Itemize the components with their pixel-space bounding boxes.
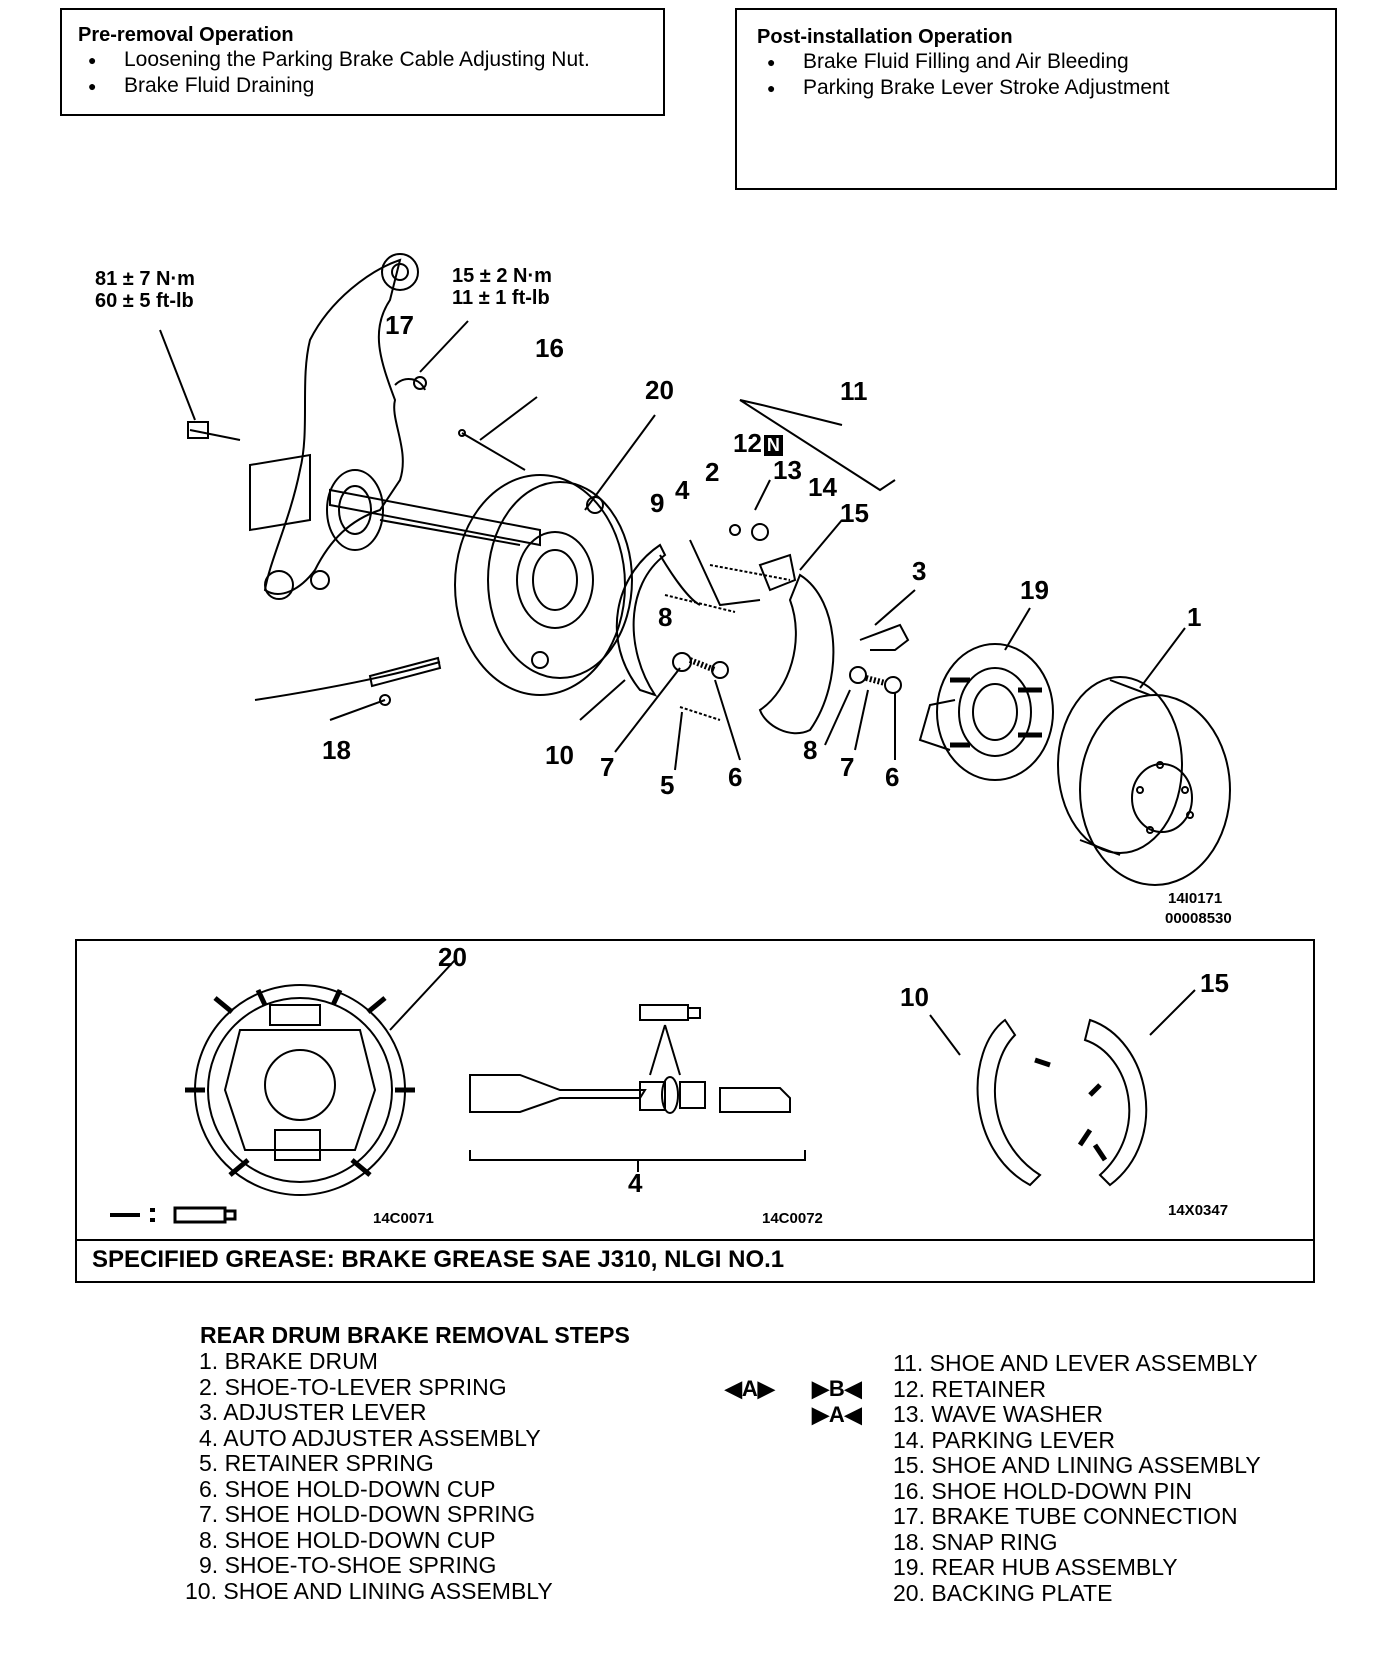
step-item: 17. BRAKE TUBE CONNECTION <box>893 1503 1238 1529</box>
figure-code: 14C0071 <box>373 1210 434 1227</box>
step-item: 6. SHOE HOLD-DOWN CUP <box>199 1475 496 1502</box>
knuckle-shape <box>263 258 404 595</box>
callout-12-number: 12 <box>733 428 762 458</box>
callout-19: 19 <box>1020 575 1049 605</box>
service-mark-12-b: ▶B◀ <box>812 1376 862 1401</box>
callout-4: 4 <box>675 475 690 505</box>
grease-label-20: 20 <box>438 942 467 972</box>
grease-panel-frame <box>75 939 1315 1283</box>
callout-15: 15 <box>840 498 869 528</box>
torque-a-ftlb: 60 ± 5 ft-lb <box>95 290 194 312</box>
step-item: 15. SHOE AND LINING ASSEMBLY <box>893 1452 1261 1478</box>
step-item: 16. SHOE HOLD-DOWN PIN <box>893 1477 1193 1504</box>
callout-9: 9 <box>650 488 665 518</box>
torque-spec-a: 81 ± 7 N·m 60 ± 5 ft-lb <box>95 268 195 312</box>
grease-label-4: 4 <box>628 1168 643 1198</box>
post-installation-title: Post-installation Operation <box>757 26 1013 48</box>
figure-code: 14X0347 <box>1168 1202 1229 1219</box>
callout-8-right: 8 <box>803 735 818 765</box>
callout-20: 20 <box>645 375 674 405</box>
service-mark-12-a: ◀A▶ <box>725 1376 775 1401</box>
figure-code: 00008530 <box>1165 910 1232 927</box>
callout-10: 10 <box>545 740 574 770</box>
step-item: 5. RETAINER SPRING <box>199 1450 434 1476</box>
pre-removal-title: Pre-removal Operation <box>78 24 294 46</box>
callout-13: 13 <box>773 455 802 485</box>
removal-steps-title: REAR DRUM BRAKE REMOVAL STEPS <box>200 1322 630 1348</box>
callout-7: 7 <box>600 752 615 782</box>
service-mark-13: ▶A◀ <box>812 1402 862 1427</box>
post-installation-item: Parking Brake Lever Stroke Adjustment <box>757 75 1335 101</box>
step-item: 11. SHOE AND LEVER ASSEMBLY <box>893 1350 1258 1376</box>
new-part-badge: N <box>763 434 783 456</box>
callout-11: 11 <box>840 376 868 406</box>
callout-6: 6 <box>728 762 743 792</box>
step-item: 9. SHOE-TO-SHOE SPRING <box>199 1552 497 1578</box>
torque-spec-b: 15 ± 2 N·m 11 ± 1 ft-lb <box>452 265 552 309</box>
step-item: 3. ADJUSTER LEVER <box>199 1399 427 1425</box>
step-item: 1. BRAKE DRUM <box>199 1348 378 1374</box>
callout-18: 18 <box>322 735 351 765</box>
callout-16: 16 <box>535 333 564 363</box>
callout-1: 1 <box>1187 602 1202 632</box>
post-installation-item: Brake Fluid Filling and Air Bleeding <box>757 49 1335 75</box>
grease-label-10: 10 <box>900 982 929 1012</box>
step-item: 7. SHOE HOLD-DOWN SPRING <box>199 1501 536 1527</box>
callout-17: 17 <box>385 310 414 340</box>
callout-7-right: 7 <box>840 752 855 782</box>
grease-label-15: 15 <box>1200 968 1229 998</box>
step-item: 18. SNAP RING <box>893 1528 1058 1555</box>
callout-5: 5 <box>660 770 675 800</box>
step-item: 14. PARKING LEVER <box>893 1426 1115 1453</box>
callout-6-right: 6 <box>885 762 900 792</box>
step-item: 8. SHOE HOLD-DOWN CUP <box>199 1526 496 1553</box>
callout-2: 2 <box>705 457 720 487</box>
figure-code: 14C0072 <box>762 1210 823 1227</box>
torque-b-nm: 15 ± 2 N·m <box>452 265 552 287</box>
step-item: 13. WAVE WASHER <box>893 1401 1104 1427</box>
callout-3: 3 <box>912 556 927 586</box>
post-installation-box: Post-installation Operation Brake Fluid … <box>735 8 1337 190</box>
step-item: 10. SHOE AND LINING ASSEMBLY <box>185 1577 553 1604</box>
step-item: 4. AUTO ADJUSTER ASSEMBLY <box>199 1424 541 1451</box>
step-item: 12. RETAINER <box>893 1375 1046 1402</box>
torque-a-nm: 81 ± 7 N·m <box>95 268 195 290</box>
step-item: 20. BACKING PLATE <box>893 1579 1113 1606</box>
step-item: 19. REAR HUB ASSEMBLY <box>893 1554 1178 1580</box>
removal-steps-right: 11. SHOE AND LEVER ASSEMBLY 12. RETAINER… <box>893 1350 1261 1606</box>
grease-spec: SPECIFIED GREASE: BRAKE GREASE SAE J310,… <box>92 1246 785 1273</box>
pre-removal-box: Pre-removal Operation Loosening the Park… <box>60 8 665 116</box>
torque-b-ftlb: 11 ± 1 ft-lb <box>452 287 550 309</box>
figure-code: 14I0171 <box>1168 890 1223 907</box>
step-item: 2. SHOE-TO-LEVER SPRING <box>199 1373 507 1400</box>
callout-8: 8 <box>658 602 673 632</box>
pre-removal-item: Brake Fluid Draining <box>78 73 663 99</box>
removal-steps-left: 1. BRAKE DRUM 2. SHOE-TO-LEVER SPRING 3.… <box>185 1348 553 1604</box>
callout-14: 14 <box>808 472 837 502</box>
pre-removal-item: Loosening the Parking Brake Cable Adjust… <box>78 47 663 73</box>
